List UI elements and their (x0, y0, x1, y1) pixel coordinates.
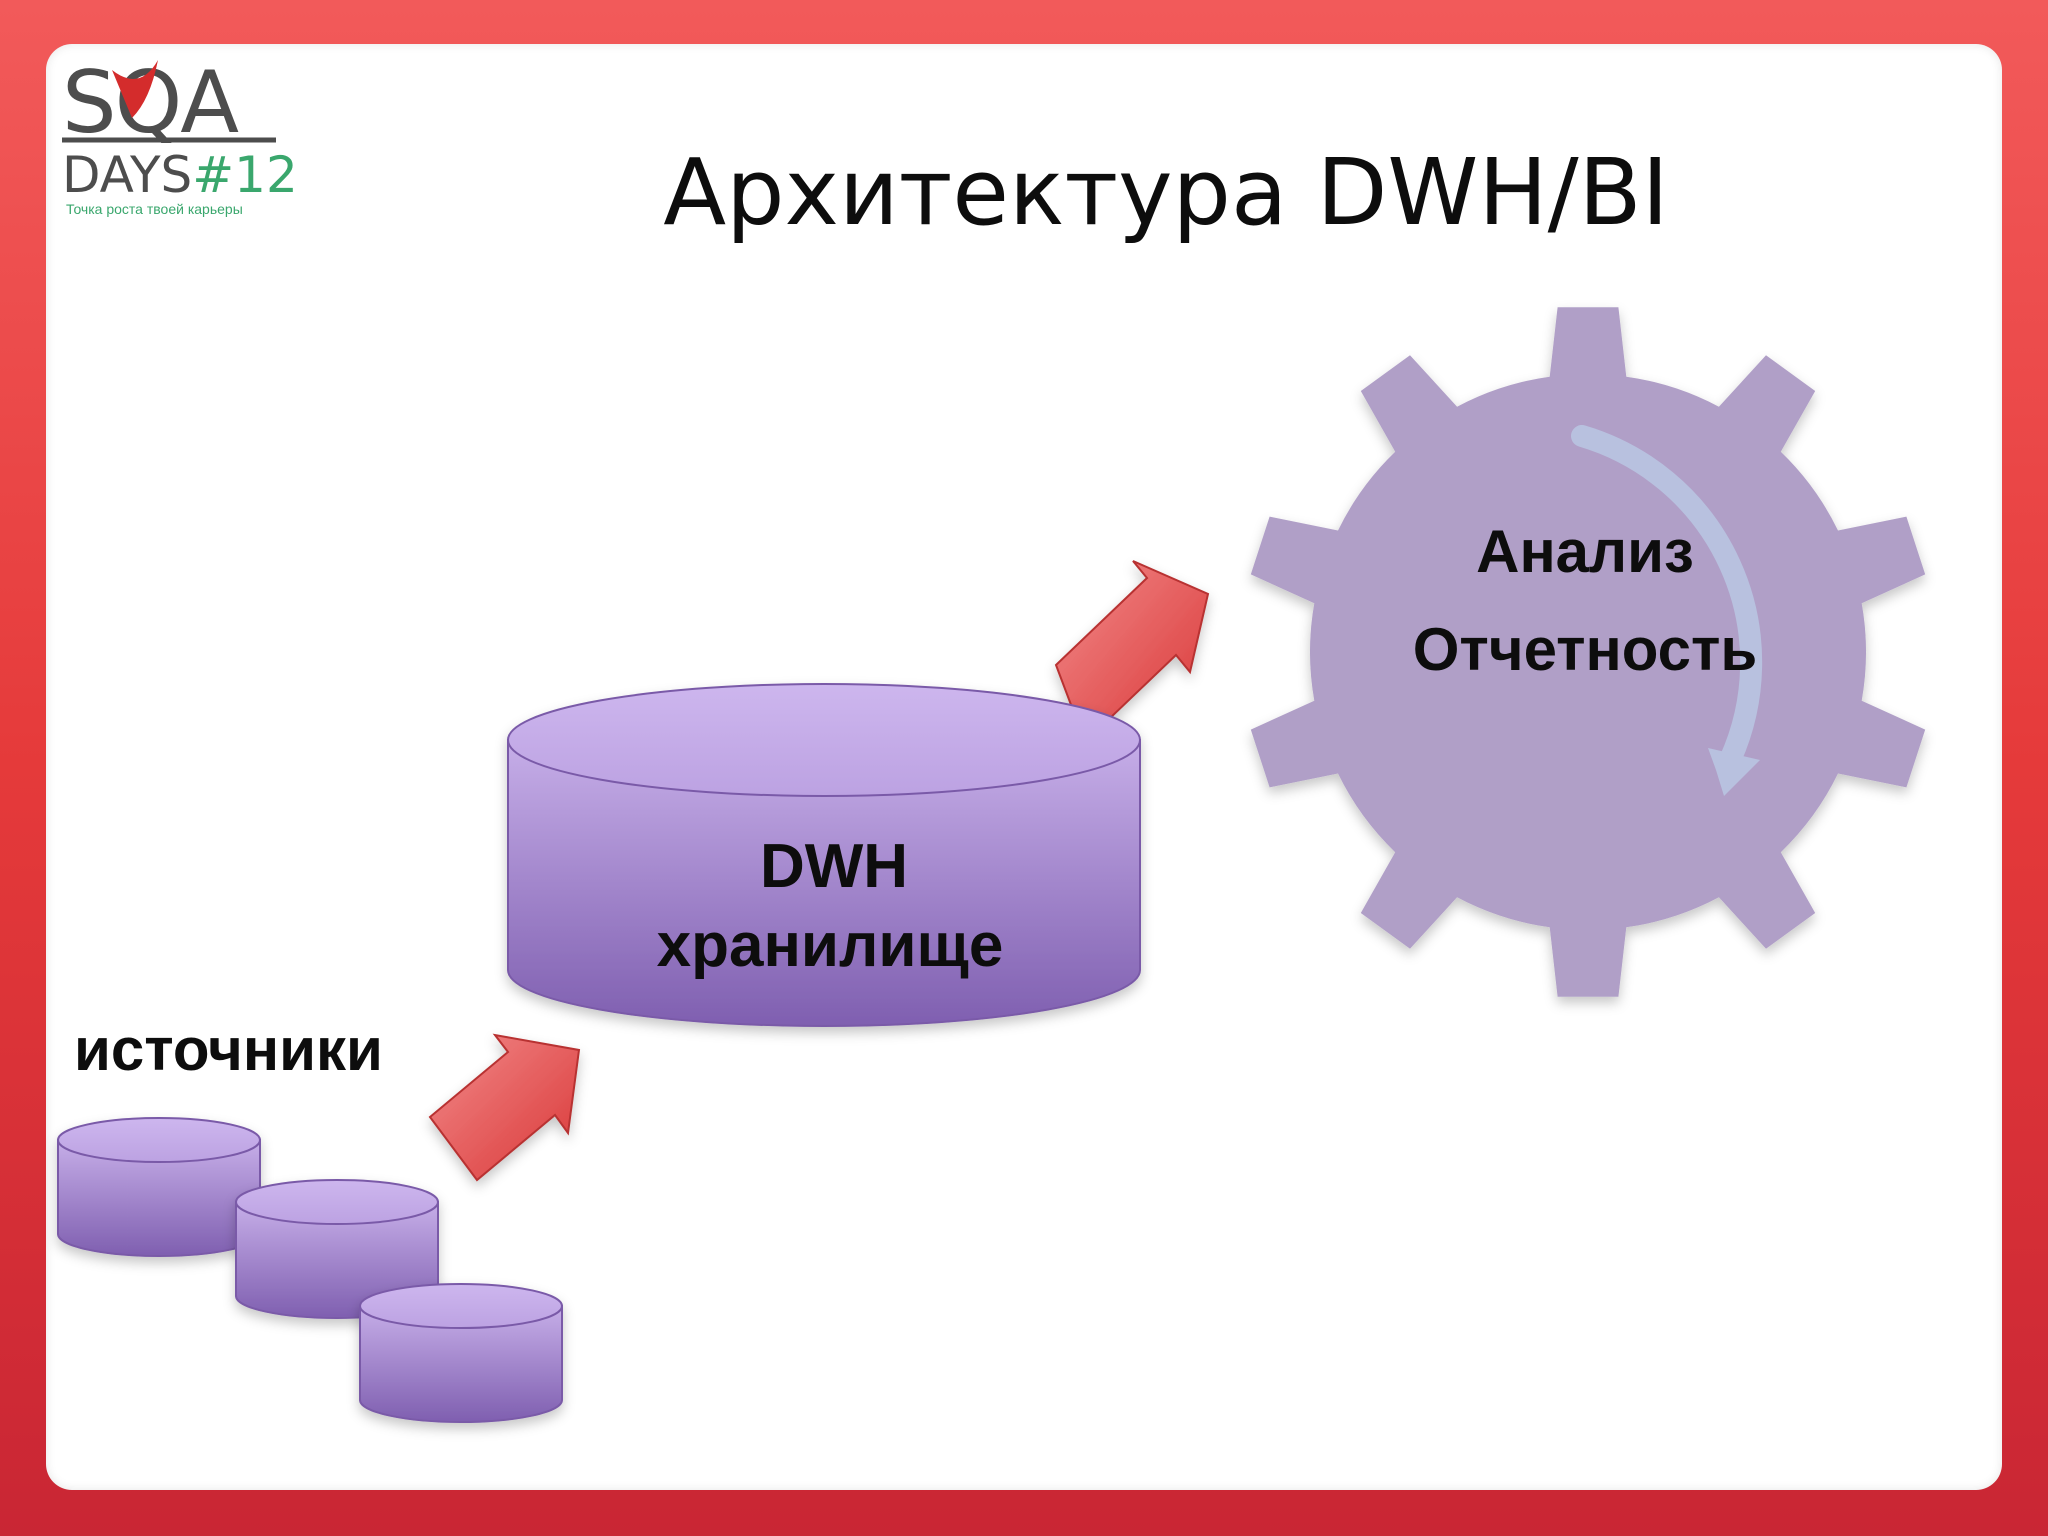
dwh-label: DWH (760, 832, 908, 901)
gear-icon (1250, 307, 1926, 997)
dwh-cylinder-top (507, 683, 1141, 797)
logo-event-number: #12 (192, 146, 298, 204)
analysis-gear: Анализ Отчетность (1250, 307, 1926, 997)
sources-label: источники (74, 1016, 383, 1083)
source-database-cylinder (359, 1283, 563, 1423)
logo-event-prefix: DAYS (62, 146, 192, 204)
source-database-cylinder (235, 1179, 439, 1319)
source-database-cylinder (57, 1117, 261, 1257)
source-cylinder-body (359, 1305, 563, 1423)
logo-tagline: Точка роста твоей карьеры (66, 201, 243, 217)
source-cylinder-top (359, 1283, 563, 1329)
dwh-cylinder-body (507, 739, 1141, 1027)
arrow-to-dwh-icon (428, 1033, 581, 1182)
analysis-label: Анализ (1476, 518, 1694, 585)
source-cylinders (57, 1117, 563, 1423)
cycle-arrow-head-icon (1708, 748, 1760, 796)
logo-event-text: DAYS#12 (62, 146, 298, 204)
reporting-label: Отчетность (1413, 616, 1758, 683)
dwh-storage-label: хранилище (657, 911, 1004, 980)
source-cylinder-top (57, 1117, 261, 1163)
sqa-days-logo: SQA DAYS#12 Точка роста твоей карьеры (62, 53, 298, 217)
cycle-arrow-arc (1571, 425, 1763, 771)
dwh-storage-cylinder (507, 683, 1141, 1027)
logo-bird-icon (112, 60, 158, 118)
source-cylinder-top (235, 1179, 439, 1225)
page-title: Архитектура DWH/BI (663, 139, 1669, 246)
